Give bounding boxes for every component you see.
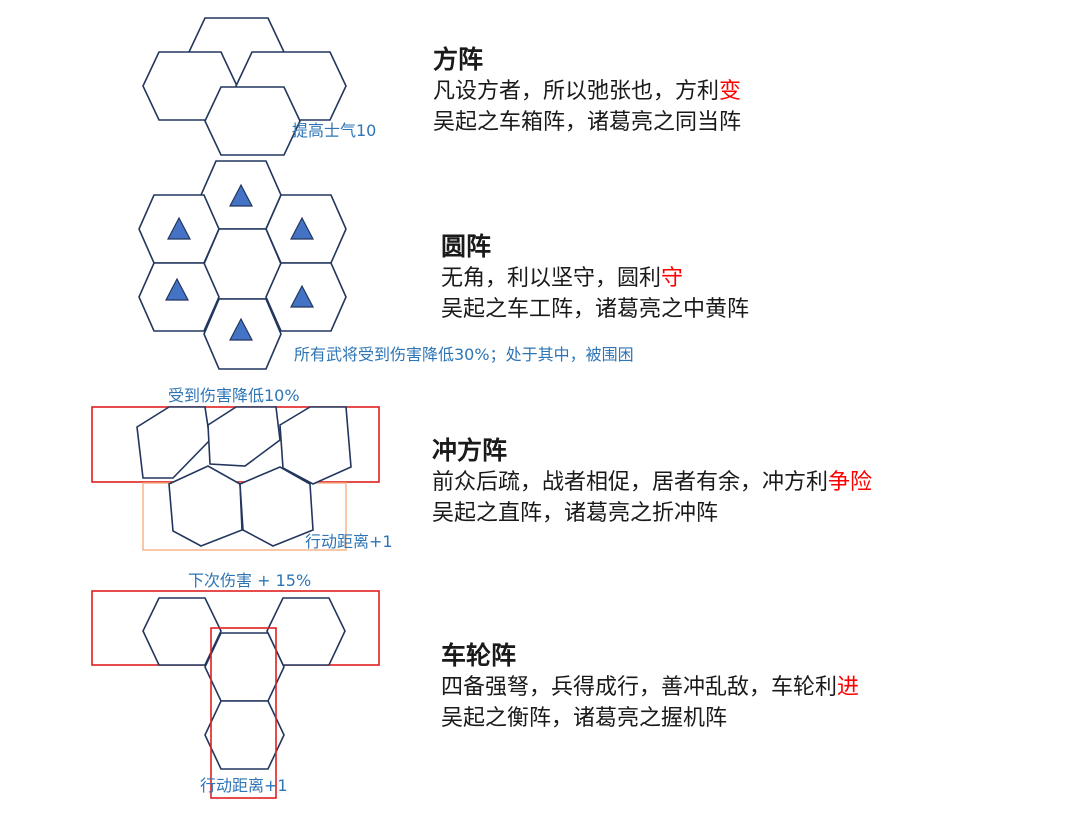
- wheel-description: 车轮阵 四备强弩，兵得成行，善冲乱敌，车轮利进 吴起之衡阵，诸葛亮之握机阵: [441, 640, 859, 734]
- square-description: 方阵 凡设方者，所以弛张也，方利变 吴起之车箱阵，诸葛亮之同当阵: [433, 44, 741, 138]
- formation-advantage: 进: [837, 675, 860, 700]
- square-formation-graphic: 提高士气10: [142, 17, 376, 156]
- formation-title: 方阵: [433, 45, 484, 74]
- hex-cell: [168, 465, 243, 547]
- wheel-effect-label-bottom: 行动距离+1: [200, 776, 288, 795]
- formation-description-line: 四备强弩，兵得成行，善冲乱敌，车轮利进: [441, 675, 860, 700]
- formation-origin-line: 吴起之车箱阵，诸葛亮之同当阵: [433, 110, 742, 135]
- formation-title: 冲方阵: [432, 436, 508, 465]
- hex-cell: [207, 406, 281, 467]
- triangle-icon: [290, 216, 314, 240]
- hex-cell: [204, 632, 285, 702]
- triangle-icon: [167, 216, 191, 240]
- square-effect-label: 提高士气10: [292, 121, 376, 140]
- charge-effect-label-bottom: 行动距离+1: [305, 532, 393, 551]
- circle-description: 圆阵 无角，利以坚守，圆利守 吴起之车工阵，诸葛亮之中黄阵: [441, 231, 749, 325]
- formation-advantage: 变: [719, 79, 742, 104]
- hex-cell: [136, 406, 211, 479]
- move-range-box: [210, 627, 277, 799]
- triangle-icon: [290, 284, 314, 308]
- charge-formation-graphic: 受到伤害降低10% 行动距离+1: [91, 386, 393, 551]
- circle-formation-graphic: 所有武将受到伤害降低30%；处于其中，被围困: [138, 160, 634, 370]
- formation-advantage: 争险: [828, 470, 873, 495]
- charge-description: 冲方阵 前众后疏，战者相促，居者有余，冲方利争险 吴起之直阵，诸葛亮之折冲阵: [432, 435, 872, 529]
- charge-effect-label-top: 受到伤害降低10%: [168, 386, 300, 405]
- triangle-icon: [229, 317, 253, 341]
- hex-cell: [204, 700, 285, 770]
- formation-origin-line: 吴起之车工阵，诸葛亮之中黄阵: [441, 297, 750, 322]
- formation-description-line: 前众后疏，战者相促，居者有余，冲方利争险: [432, 470, 873, 495]
- hex-cell: [142, 597, 222, 666]
- triangle-icon: [229, 183, 253, 207]
- wheel-formation-graphic: 下次伤害 + 15% 行动距离+1: [91, 571, 380, 799]
- formation-origin-line: 吴起之直阵，诸葛亮之折冲阵: [432, 501, 719, 526]
- formation-description-line: 无角，利以坚守，圆利守: [441, 266, 684, 291]
- circle-effect-label: 所有武将受到伤害降低30%；处于其中，被围困: [294, 345, 634, 364]
- wheel-effect-label-top: 下次伤害 + 15%: [188, 571, 311, 590]
- hex-cell: [204, 86, 301, 156]
- formation-title: 圆阵: [441, 232, 492, 261]
- triangle-icon: [165, 277, 189, 301]
- formation-origin-line: 吴起之衡阵，诸葛亮之握机阵: [441, 706, 728, 731]
- formation-title: 车轮阵: [441, 641, 517, 670]
- hex-cell: [239, 466, 314, 547]
- formation-description-line: 凡设方者，所以弛张也，方利变: [433, 79, 742, 104]
- hex-cell: [266, 597, 346, 666]
- formation-advantage: 守: [661, 266, 684, 291]
